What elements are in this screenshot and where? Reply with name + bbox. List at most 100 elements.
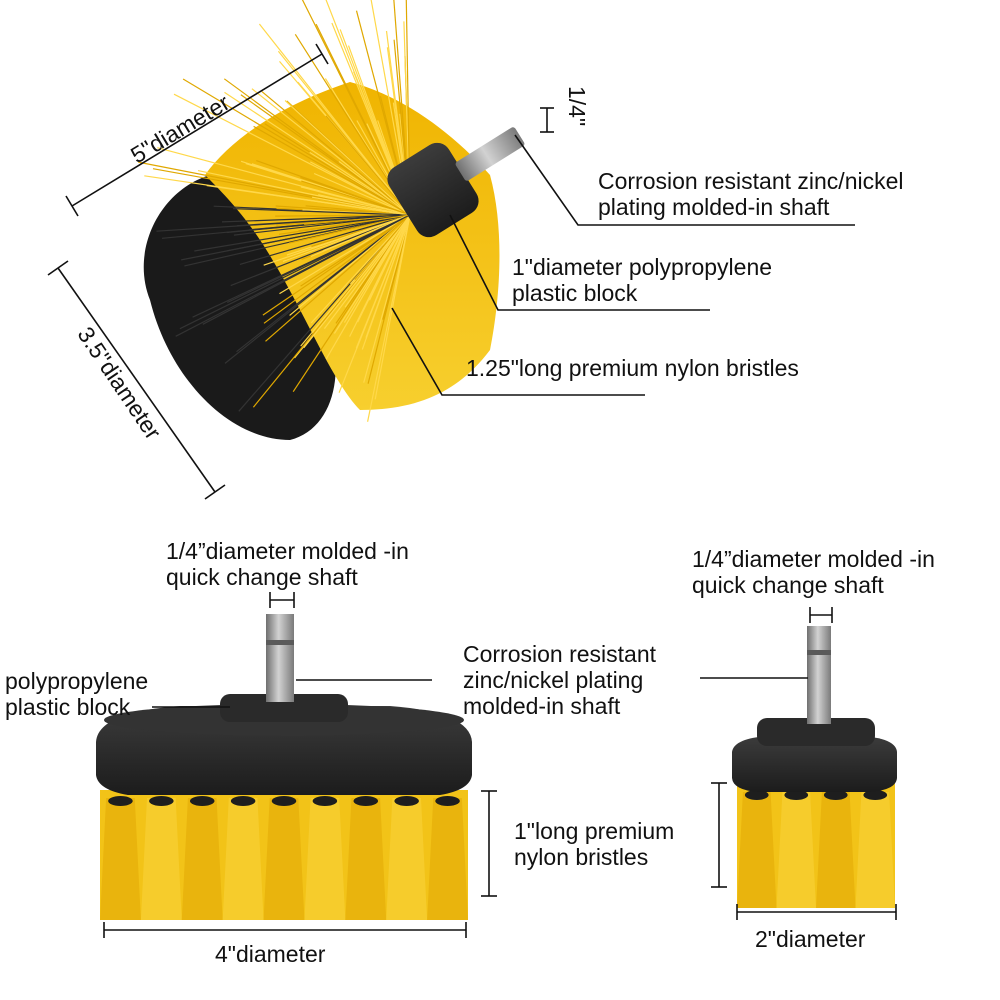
tuft-socket [271,796,297,806]
bristle-tuft [737,792,777,908]
right-block [732,736,897,792]
top-dimension-lines [47,43,855,500]
bristle-strand [303,214,411,349]
left-shaft-label: 1/4”diameter molded -in quick change sha… [166,538,409,590]
bottom-dimension-lines [103,592,897,938]
tuft-socket [353,796,379,806]
bristle-strand [310,214,411,257]
bristle-strand [311,214,411,250]
bristle-strand [310,214,411,324]
bristle-strand [325,214,411,360]
bristle-strand [367,214,411,384]
bristle-strand [182,78,411,216]
cone-brush [138,0,525,440]
bristle-strand [175,214,411,337]
right-hub [757,718,875,746]
bristle-tuft [181,798,223,920]
top-shaft-callout-line-1: Corrosion resistant zinc/nickel [598,168,904,194]
top-block-callout-line-1: 1"diameter polypropylene [512,254,773,280]
right-shaft-groove [807,650,831,655]
bristle-strand [263,214,411,324]
left-shaft-label-line-1: 1/4”diameter molded -in [166,538,409,564]
center-shaft-callout: Corrosion resistant zinc/nickel plating … [463,641,656,719]
bristle-strand [233,214,411,236]
bristle-strand [236,214,411,353]
top-block-callout: 1"diameter polypropylene plastic block [512,254,772,306]
right-shaft-label-line-2: quick change shaft [692,572,884,598]
bristle-strand [251,88,411,216]
bristle-strand [173,93,411,216]
top-bristles-callout: 1.25"long premium nylon bristles [466,355,799,381]
left-hub [220,694,348,722]
left-shaft [266,614,294,702]
bristle-strand [230,214,411,287]
tuft-socket [189,796,215,806]
bristle-tufts [100,796,468,920]
left-bristles-label-line-2: nylon bristles [514,844,649,870]
left-bristles-label: 1"long premium nylon bristles [514,818,674,870]
bristle-tuft [776,792,816,908]
right-shaft-label: 1/4”diameter molded -in quick change sha… [692,546,935,598]
bristle-strand [261,91,411,216]
bristle-strand [278,214,411,235]
top-shaft [455,127,525,181]
bristle-strand [349,214,411,337]
bristle-strand [239,214,411,265]
bristle-strand [333,214,411,334]
top-block [387,142,479,238]
bristle-strand [275,214,411,217]
bristle-strand [363,214,411,383]
top-shaft-dimension-label: 1/4" [564,86,590,127]
tuft-socket [823,790,848,800]
left-shaft-label-line-2: quick change shaft [166,564,358,590]
bristle-tuft [855,792,895,908]
bristle-strand [361,214,411,350]
bristle-strands [138,0,411,422]
bristle-strand [279,214,411,295]
left-block-label: polypropylene plastic block [5,668,148,720]
bristle-strand [157,147,411,216]
bristle-strand [156,214,411,232]
bristle-strand [192,214,411,318]
bristle-strand [300,176,411,216]
bristle-strand [144,175,411,216]
tuft-socket [149,796,174,806]
bristle-strand [323,214,411,329]
right-shaft-label-line-1: 1/4”diameter molded -in [692,546,935,572]
bristle-tuft [263,798,305,920]
left-shaft-groove [266,640,294,645]
left-block-label-line-2: plastic block [5,694,131,720]
bristle-tuft [100,798,141,920]
tuft-socket [784,790,809,800]
top-shaft-callout: Corrosion resistant zinc/nickel plating … [598,168,904,220]
bristle-strand [289,214,411,316]
bristle-strand [232,208,411,216]
bristle-tuft [222,798,264,920]
tuft-socket [108,796,133,806]
bristle-tuft [140,798,182,920]
tuft-socket [435,796,460,806]
center-shaft-callout-line-1: Corrosion resistant [463,641,657,667]
two-inch-brush [732,626,897,908]
bristle-strand [253,125,411,216]
bristle-strand [224,91,411,216]
right-shaft [807,626,831,724]
bristle-strand [374,214,411,400]
bristle-strand [221,214,411,223]
bristle-strand [325,115,411,216]
left-block-label-line-1: polypropylene [5,668,149,694]
left-bristles-label-line-1: 1"long premium [514,818,675,844]
tuft-socket [230,796,256,806]
bristle-tufts [737,790,895,908]
tuft-socket [863,790,888,800]
bristle-strand [354,214,411,280]
bristle-strand [288,214,411,244]
right-diameter-label: 2"diameter [755,926,866,952]
bristle-strand [194,214,411,252]
top-block-callout-line-2: plastic block [512,280,638,306]
bristle-tuft [386,798,428,920]
bristle-strand [313,172,411,216]
bristle-strand [227,214,411,252]
black-bristles [143,175,336,440]
bristle-tuft [345,798,387,920]
